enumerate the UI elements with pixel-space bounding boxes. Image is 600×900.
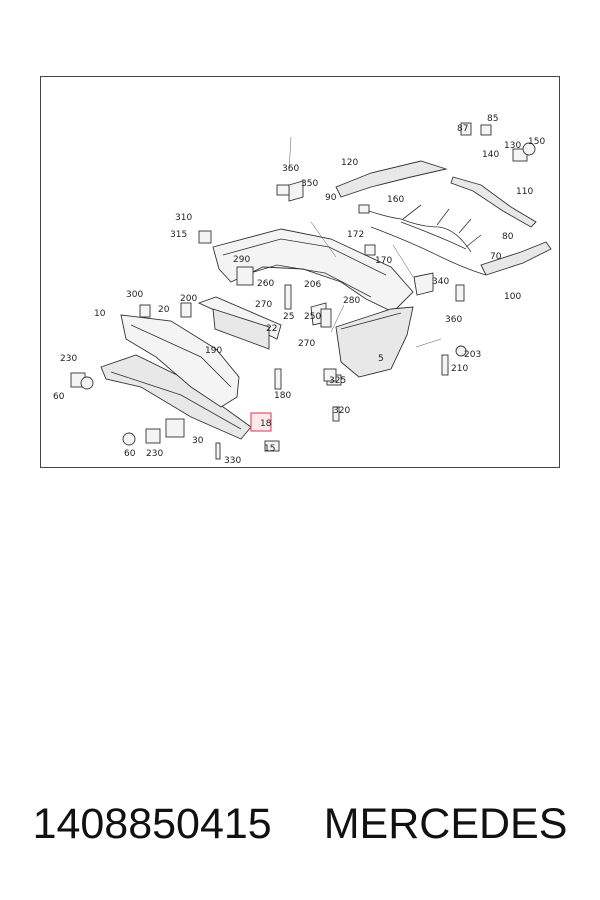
callout-label: 315 [170,230,187,240]
callout-label: 20 [158,305,170,315]
callout-label: 310 [175,213,192,223]
callout-label: 270 [298,339,315,349]
brand-name: MERCEDES [323,800,568,848]
callout-label: 87 [457,124,468,134]
callout-label: 206 [304,280,321,290]
callout-label: 230 [60,354,77,364]
callout-label: 150 [528,137,545,147]
callout-label: 5 [378,354,384,364]
callout-label: 120 [341,158,358,168]
callout-label: 325 [329,376,346,386]
callout-label: 180 [274,391,291,401]
callout-label: 350 [301,179,318,189]
callout-label: 170 [375,256,392,266]
callout-label: 160 [387,195,404,205]
wiring-harness [358,204,482,253]
callout-label: 210 [451,364,468,374]
callout-label: 360 [282,164,299,174]
small-parts [70,122,536,460]
caption-row: 1408850415 MERCEDES [0,800,600,860]
callout-label: 250 [304,312,321,322]
callout-label: 110 [516,187,533,197]
callout-label: 330 [224,456,241,466]
callout-label: 320 [333,406,350,416]
callout-label: 360 [445,315,462,325]
callout-label: 340 [432,277,449,287]
callout-label: 90 [325,193,337,203]
bumper-cover [212,228,414,378]
leader-lines [288,136,442,348]
highlighted-callout-box [250,412,272,432]
callout-label: 200 [180,294,197,304]
callout-label: 25 [283,312,294,322]
callout-label: 300 [126,290,143,300]
callout-label: 270 [255,300,272,310]
callout-label: 190 [205,346,222,356]
callout-label: 280 [343,296,360,306]
callout-label: 260 [257,279,274,289]
callout-label: 15 [264,444,275,454]
callout-label: 70 [490,252,502,262]
callout-label: 60 [53,392,65,402]
callout-label: 172 [347,230,364,240]
callout-label: 30 [192,436,204,446]
callout-label: 22 [266,324,277,334]
callout-label: 60 [124,449,136,459]
callout-label: 18 [260,419,272,429]
callout-label: 100 [504,292,521,302]
part-number: 1408850415 [32,800,272,848]
callout-label: 10 [94,309,106,319]
callout-label: 290 [233,255,250,265]
callout-label: 203 [464,350,481,360]
callout-label: 80 [502,232,514,242]
callout-label: 230 [146,449,163,459]
callout-label: 130 [504,141,521,151]
callout-label: 85 [487,114,498,124]
trim-strips [335,160,552,276]
impact-beam [100,296,282,440]
callout-label: 140 [482,150,499,160]
